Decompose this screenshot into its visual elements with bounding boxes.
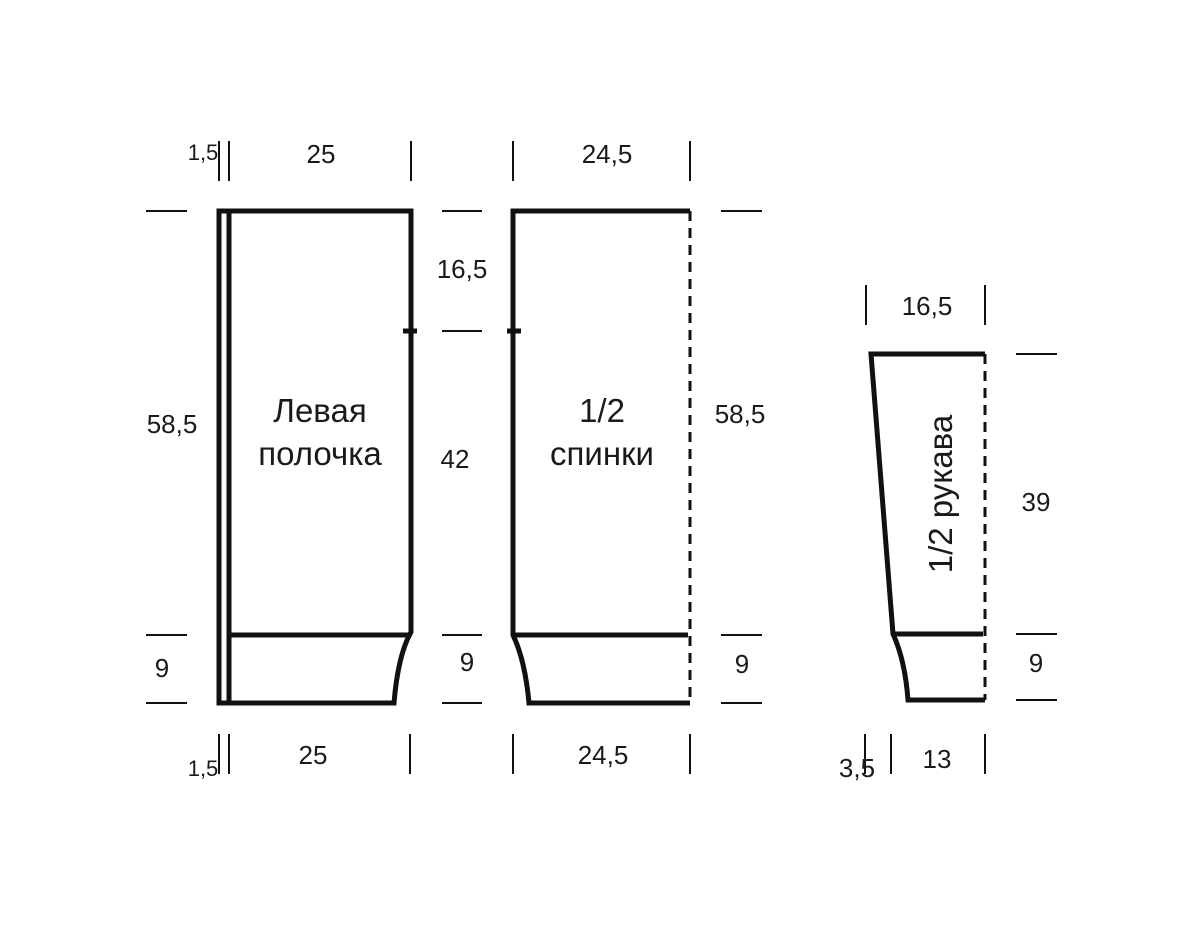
half-back-top-width-label: 24,5 [582,139,633,169]
left-front-top-width-label: 25 [307,139,336,169]
left-front-title-line2: полочка [258,435,382,472]
half-back-title-line2: спинки [550,435,654,472]
left-front-side-label: 42 [441,444,470,474]
half-back-piece: 24,5 24,5 58,5 9 1/2 спинки [507,139,765,774]
left-front-hem-right-label: 9 [460,647,474,677]
half-back-bottom-width-label: 24,5 [578,740,629,770]
left-front-piece: 1,5 25 1,5 25 58,5 16,5 42 9 9 Левая пол… [146,139,487,781]
left-front-bottom-small-label: 1,5 [188,756,219,781]
half-back-hem-label: 9 [735,649,749,679]
left-front-top-small-label: 1,5 [188,140,219,165]
left-front-title-line1: Левая [273,392,366,429]
left-front-outline [216,208,414,706]
half-sleeve-cuff-label: 9 [1029,648,1043,678]
half-sleeve-length-label: 39 [1022,487,1051,517]
left-front-height-label: 58,5 [147,409,198,439]
half-sleeve-title: 1/2 рукава [922,414,959,573]
half-sleeve-bottom-width-label: 13 [923,744,952,774]
half-back-title-line1: 1/2 [579,392,625,429]
left-front-armhole-label: 16,5 [437,254,488,284]
half-sleeve-bottom-small-label: 3,5 [839,753,875,783]
left-front-hem-left-label: 9 [155,653,169,683]
half-sleeve-top-width-label: 16,5 [902,291,953,321]
half-sleeve-piece: 16,5 3,5 13 39 9 1/2 рукава [839,285,1057,783]
left-front-bottom-width-label: 25 [299,740,328,770]
half-back-height-label: 58,5 [715,399,766,429]
